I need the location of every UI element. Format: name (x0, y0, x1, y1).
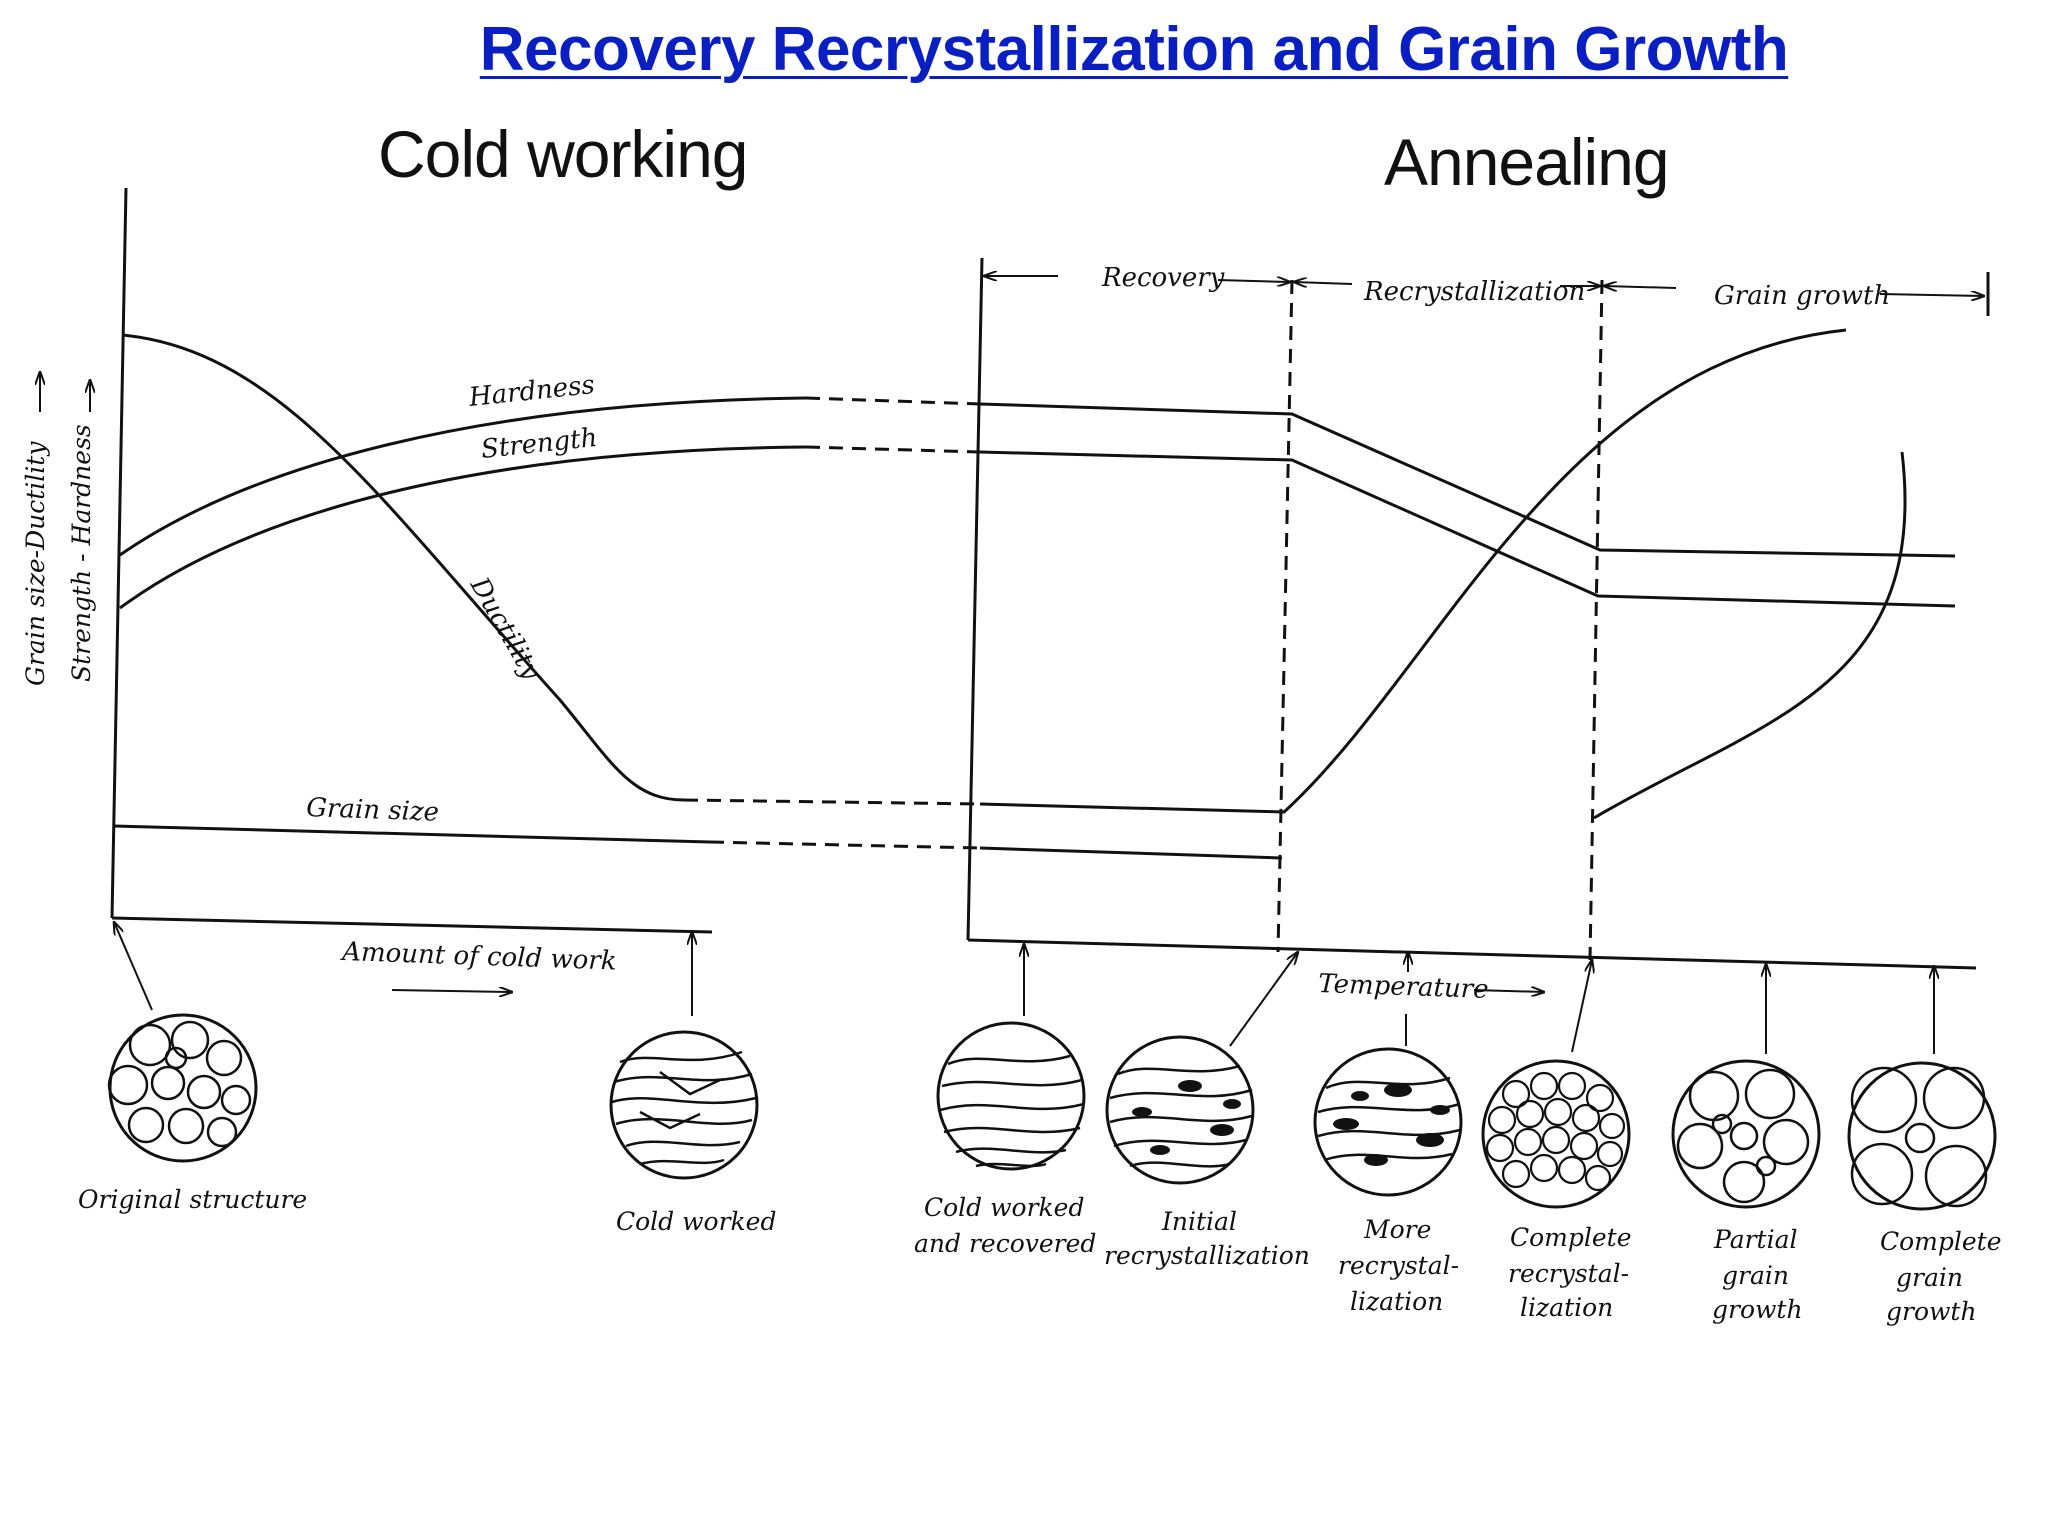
page-title: Recovery Recrystallization and Grain Gro… (479, 15, 1789, 84)
cold-y-axis (110, 187, 128, 919)
original-pointer (114, 922, 153, 1011)
hardness-curve-anneal (979, 402, 1956, 558)
caption-complete-gg-line2: grain (1896, 1263, 1963, 1292)
caption-original-structure: Original structure (78, 1185, 307, 1214)
caption-recovered-line2: and recovered (914, 1229, 1096, 1258)
caption-complete-rx-line1: Complete (1510, 1223, 1632, 1252)
grain-size-curve-anneal (979, 846, 1283, 860)
caption-cold-worked: Cold worked (616, 1207, 776, 1236)
recrystallization-end-boundary (1588, 279, 1604, 961)
stage-label-recrystallization: Recrystallization (1363, 277, 1585, 307)
temperature-direction-arrow (1473, 990, 1544, 992)
micrograph-initial-recrystallization (1105, 1035, 1255, 1185)
caption-complete-gg-line3: growth (1886, 1297, 1977, 1326)
caption-recovered-line1: Cold worked (924, 1193, 1084, 1222)
y-axis-label-inner: Strength - Hardness (67, 424, 96, 682)
cold-working-heading: Cold working (378, 117, 748, 191)
anneal-y-axis (966, 257, 984, 941)
caption-initial-line2: recrystallization (1104, 1241, 1310, 1270)
strength-curve-anneal (979, 450, 1956, 608)
cold-work-direction-arrow (391, 990, 512, 992)
micrograph-more-recrystallization (1313, 1047, 1463, 1197)
initial-pointer (1229, 952, 1298, 1047)
caption-more-line1: More (1363, 1215, 1431, 1244)
complete-rx-pointer (1571, 960, 1592, 1053)
ductility-label: Ductility (463, 572, 546, 686)
x-axis-label-temperature: Temperature (1318, 969, 1489, 1005)
y-axis-label-outer: Grain size-Ductility (21, 441, 50, 686)
micrograph-recovered (936, 1021, 1086, 1171)
hardness-dashed-link (805, 396, 981, 406)
recrystallization-arrow-left (1294, 282, 1353, 284)
ductility-dashed-link (683, 798, 981, 806)
grain-growth-curve (1593, 451, 1907, 820)
grain-size-curve (113, 824, 711, 844)
micrograph-partial-grain-growth (1671, 1059, 1821, 1209)
hardness-label: Hardness (467, 370, 597, 413)
grain-size-dashed-link (709, 840, 981, 850)
recovery-arrow-right (1217, 280, 1290, 282)
strength-curve (119, 445, 807, 610)
micrograph-complete-grain-growth (1847, 1061, 1997, 1211)
caption-more-line3: lization (1350, 1287, 1443, 1316)
hardness-curve (119, 396, 807, 557)
caption-complete-rx-line3: lization (1520, 1293, 1613, 1322)
stage-label-recovery: Recovery (1101, 263, 1225, 293)
caption-partial-gg-line2: grain (1722, 1261, 1789, 1290)
caption-partial-gg-line3: growth (1712, 1295, 1803, 1324)
caption-initial-line1: Initial (1161, 1207, 1237, 1236)
micrograph-complete-recrystallization (1481, 1059, 1631, 1209)
grain-size-label: Grain size (306, 793, 440, 828)
ductility-curve-anneal (979, 328, 1847, 814)
anneal-x-axis (967, 938, 1977, 970)
grain-growth-arrow-left (1604, 286, 1677, 288)
recovery-end-boundary (1276, 279, 1294, 953)
micrograph-cold-worked (609, 1030, 759, 1180)
annealing-heading: Annealing (1384, 125, 1670, 199)
grain-growth-arrow-right (1879, 294, 1984, 296)
caption-complete-gg-line1: Complete (1880, 1227, 2002, 1256)
caption-complete-rx-line2: recrystal- (1508, 1259, 1629, 1288)
stage-label-grain-growth: Grain growth (1714, 281, 1890, 311)
strength-dashed-link (805, 445, 981, 454)
x-axis-label-cold: Amount of cold work (340, 937, 617, 977)
cold-x-axis (111, 916, 713, 934)
caption-more-line2: recrystal- (1338, 1251, 1459, 1280)
micrograph-original (107, 1013, 258, 1163)
ductility-curve (121, 333, 685, 802)
caption-partial-gg-line1: Partial (1713, 1225, 1798, 1254)
